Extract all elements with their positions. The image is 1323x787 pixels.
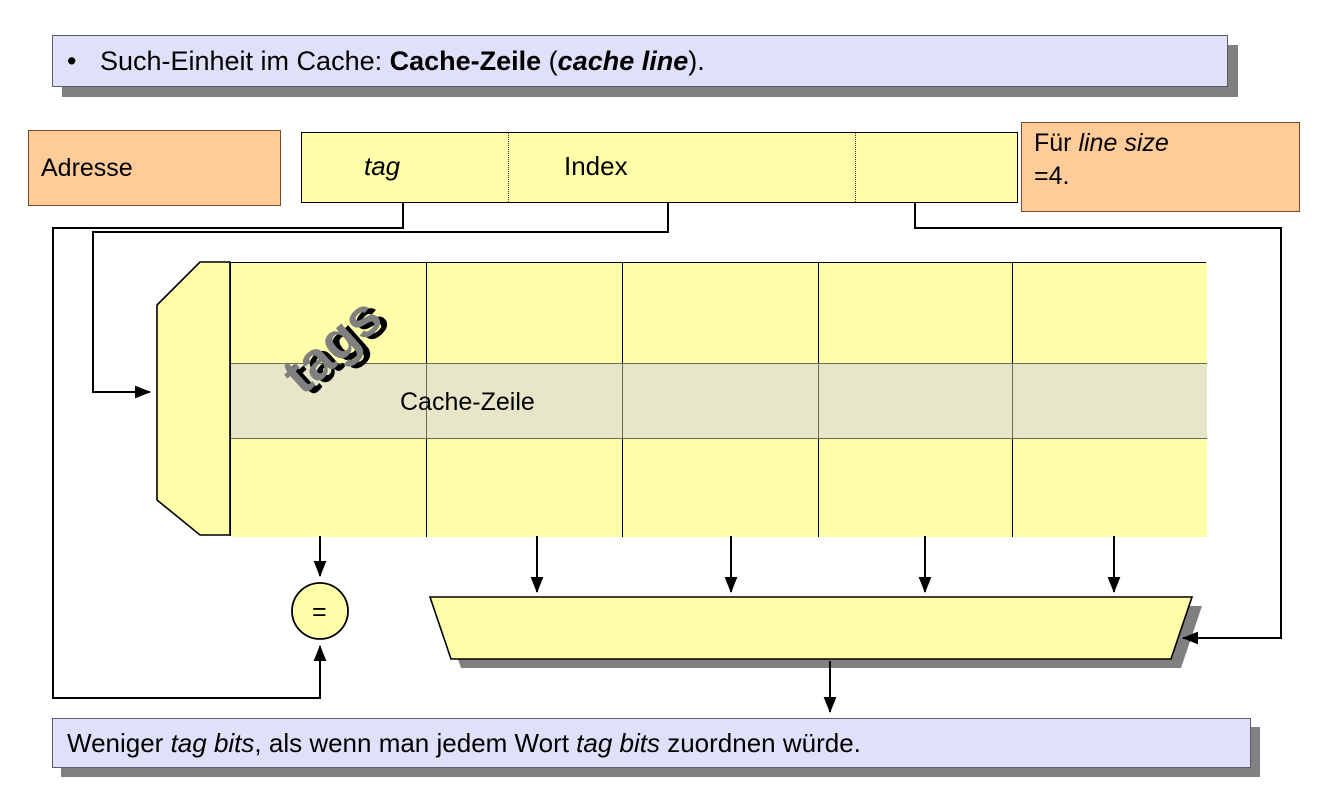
address-label-text: Adresse — [41, 153, 133, 182]
address-label-box: Adresse — [28, 130, 281, 206]
footer-plain-3: zuordnen würde. — [660, 727, 861, 758]
cache-cell-highlighted — [819, 363, 1013, 439]
cache-cell — [231, 439, 427, 537]
title-plain-1: Such-Einheit im Cache: — [99, 45, 390, 76]
address-tag-label: tag — [364, 151, 401, 181]
cache-array-grid — [230, 262, 1207, 537]
footer-plain-1: Weniger — [67, 727, 171, 758]
cache-cell — [819, 263, 1013, 363]
cache-cell — [1013, 439, 1207, 537]
multiplexer-shape — [428, 596, 1194, 660]
title-callout: • Such-Einheit im Cache: Cache-Zeile (ca… — [52, 35, 1228, 87]
note-line2: =4. — [1034, 161, 1070, 190]
cache-cell — [427, 263, 623, 363]
cache-cell-highlighted — [623, 363, 819, 439]
address-divider-tag-index — [508, 133, 509, 202]
multiplexer-shadow — [440, 606, 1202, 668]
cache-cell — [427, 439, 623, 537]
cache-cell — [623, 263, 819, 363]
page-title: • Such-Einheit im Cache: Cache-Zeile (ca… — [67, 46, 705, 77]
address-decoder-shape — [156, 261, 231, 536]
comparator-equals-label: = — [312, 598, 327, 626]
footer-plain-2: , als wenn man jedem Wort — [254, 727, 577, 758]
footer-italic-1: tag bits — [170, 727, 255, 758]
address-field-bar: tag Index — [301, 132, 1018, 203]
cache-cell — [819, 439, 1013, 537]
note-line1-italic: line size — [1078, 129, 1169, 157]
title-plain-2: ( — [541, 45, 558, 76]
title-bullet: • — [67, 45, 77, 76]
address-index-label: Index — [564, 151, 628, 181]
bottom-callout: Weniger tag bits, als wenn man jedem Wor… — [52, 718, 1251, 768]
cache-cell — [1013, 263, 1207, 363]
cache-cell-highlighted — [1013, 363, 1207, 439]
cache-line-label: Cache-Zeile — [400, 388, 535, 416]
footer-text: Weniger tag bits, als wenn man jedem Wor… — [67, 728, 861, 759]
line-size-note-text: Für line size =4. — [1034, 127, 1299, 192]
title-bold-italic: cache line — [557, 45, 689, 76]
title-bold: Cache-Zeile — [389, 45, 542, 76]
cache-cell — [623, 439, 819, 537]
address-divider-index-offset — [855, 133, 856, 202]
note-line1-plain: Für — [1034, 129, 1079, 157]
title-plain-3: ). — [688, 45, 705, 76]
line-size-note-box: Für line size =4. — [1021, 122, 1300, 212]
footer-italic-2: tag bits — [576, 727, 660, 758]
